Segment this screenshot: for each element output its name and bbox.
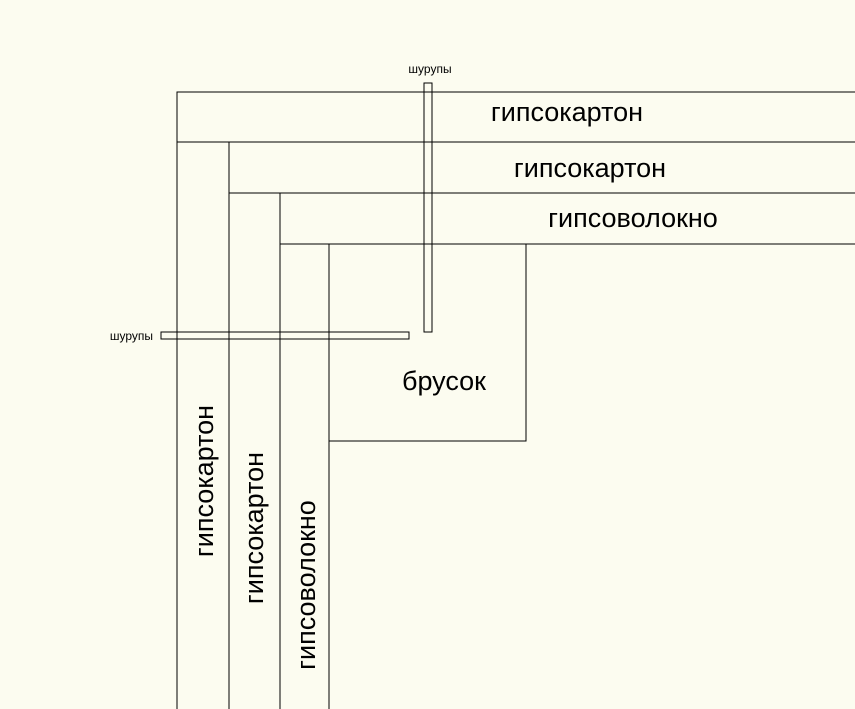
screws-left-label: шурупы xyxy=(110,329,153,343)
horizontal-layer-1-outline xyxy=(176,91,855,709)
horizontal-layer-2-outline xyxy=(228,142,855,709)
horizontal-layer-3-outline xyxy=(279,193,855,709)
screw-vertical xyxy=(423,82,433,333)
h-layer-2-label: гипсокартон xyxy=(514,153,666,183)
beam-label: брусок xyxy=(402,366,486,396)
h-layer-3-label: гипсоволокно xyxy=(548,203,718,233)
h-layer-1-label: гипсокартон xyxy=(491,97,643,127)
screws-top-label: шурупы xyxy=(408,62,451,76)
v-layer-1-label: гипсокартон xyxy=(189,405,219,557)
v-layer-2-label: гипсокартон xyxy=(239,452,269,604)
screw-horizontal xyxy=(160,331,410,340)
beam-outline xyxy=(328,243,527,442)
v-layer-3-label: гипсоволокно xyxy=(291,500,321,670)
